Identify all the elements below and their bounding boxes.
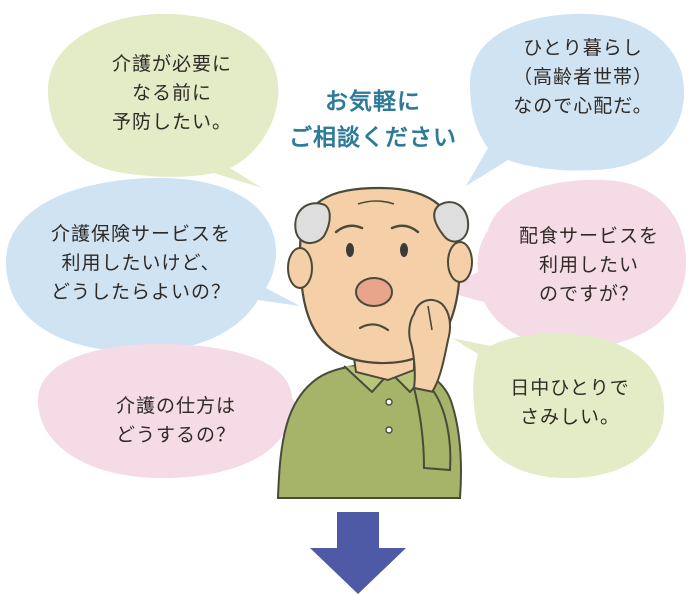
hand bbox=[408, 298, 451, 394]
right-eye bbox=[400, 243, 408, 257]
shirt-button bbox=[385, 398, 393, 406]
right-eyebrow bbox=[390, 224, 420, 234]
down-arrow-shape bbox=[310, 512, 406, 594]
forehead-wrinkle bbox=[357, 200, 395, 205]
left-ear bbox=[287, 247, 313, 289]
bubble-text-living-alone: ひとり暮らし （高齢者世帯） なので心配だ。 bbox=[512, 37, 653, 117]
bubble-text-care-method: 介護の仕方は どうするの？ bbox=[115, 395, 236, 446]
headline: お気軽に ご相談ください bbox=[289, 89, 457, 151]
nose bbox=[355, 277, 393, 307]
hair-right bbox=[433, 201, 470, 243]
bubble-living-alone bbox=[466, 13, 685, 187]
bubble-meal bbox=[440, 179, 686, 349]
bubble-text-insurance: 介護保険サービスを 利用したいけど、 どうしたらよいの？ bbox=[50, 223, 231, 303]
mouth bbox=[358, 323, 390, 332]
bubble-insurance bbox=[6, 178, 300, 352]
shirt-button bbox=[385, 426, 393, 434]
bubble-care-method bbox=[38, 343, 302, 479]
bubble-lonely bbox=[452, 333, 665, 479]
left-eye bbox=[346, 243, 354, 257]
left-eyebrow bbox=[334, 224, 364, 234]
bubble-text-prevention: 介護が必要に なる前に 予防したい。 bbox=[111, 53, 232, 133]
right-ear bbox=[447, 241, 473, 283]
bubble-text-lonely: 日中ひとりで さみしい。 bbox=[510, 377, 630, 428]
bubble-prevention bbox=[48, 13, 279, 188]
raised-sleeve bbox=[412, 386, 452, 472]
bubble-text-meal: 配食サービスを 利用したい のですが？ bbox=[518, 225, 659, 305]
hair-left bbox=[294, 202, 331, 244]
finger-line bbox=[427, 305, 433, 331]
